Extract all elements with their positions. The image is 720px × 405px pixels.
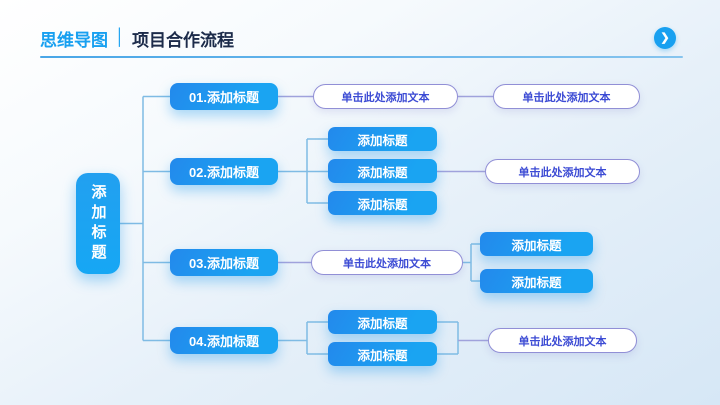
header-underline [40,56,683,58]
header: 思维导图 │ 项目合作流程 ❯ [40,27,683,58]
root-node[interactable]: 添加标题 [76,173,120,274]
branch-03-text-pill[interactable]: 单击此处添加文本 [311,250,463,275]
branch-02-subtopic-1[interactable]: 添加标题 [328,127,437,151]
next-arrow-button[interactable]: ❯ [654,27,676,49]
branch-02-node[interactable]: 02.添加标题 [170,158,278,185]
branch-01-text-pill-2[interactable]: 单击此处添加文本 [493,84,640,109]
branch-02-subtopic-2[interactable]: 添加标题 [328,159,437,183]
header-category: 思维导图 [40,30,108,50]
branch-02-subtopic-3[interactable]: 添加标题 [328,191,437,215]
connectors-blue [120,95,480,355]
branch-04-node[interactable]: 04.添加标题 [170,327,278,354]
branch-03-subtopic-1[interactable]: 添加标题 [480,232,593,256]
header-row: 思维导图 │ 项目合作流程 ❯ [40,27,683,50]
branch-04-text-pill[interactable]: 单击此处添加文本 [488,328,637,353]
branch-03-node[interactable]: 03.添加标题 [170,249,278,276]
chevron-right-icon: ❯ [660,31,670,44]
branch-03-subtopic-2[interactable]: 添加标题 [480,269,593,293]
branch-04-subtopic-2[interactable]: 添加标题 [328,342,437,366]
branch-01-node[interactable]: 01.添加标题 [170,83,278,110]
connectors-lavender [278,95,493,342]
branch-04-subtopic-1[interactable]: 添加标题 [328,310,437,334]
branch-01-text-pill-1[interactable]: 单击此处添加文本 [313,84,458,109]
page-title: 项目合作流程 [132,30,234,50]
branch-02-text-pill[interactable]: 单击此处添加文本 [485,159,640,184]
header-separator: │ [115,29,125,46]
